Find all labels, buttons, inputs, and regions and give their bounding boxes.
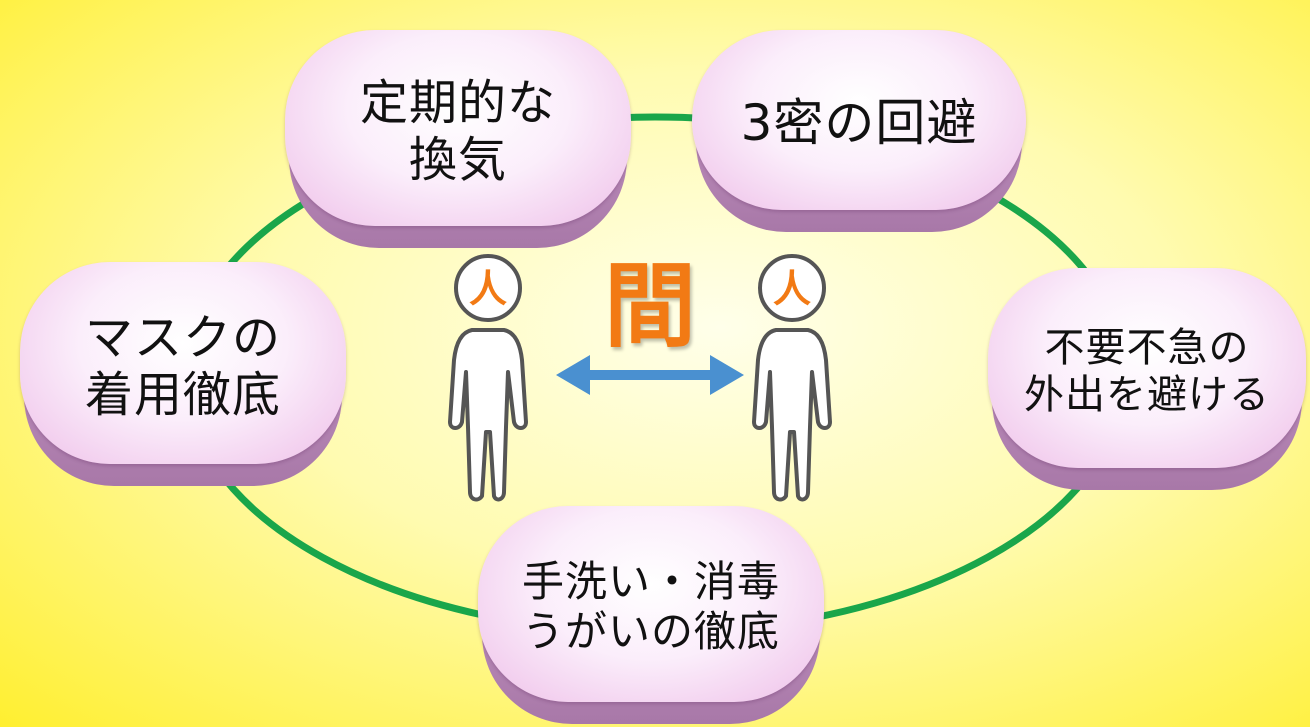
- bubble-label: 手洗い・消毒 うがいの徹底: [521, 557, 780, 656]
- double-headed-arrow-icon: [556, 355, 744, 395]
- center-label: 間: [603, 253, 696, 360]
- bubble-handwash: 手洗い・消毒 うがいの徹底: [478, 506, 824, 724]
- bubble-mask: マスクの 着用徹底: [20, 262, 346, 486]
- bubble-avoid-outings: 不要不急の 外出を避ける: [988, 268, 1306, 490]
- person-label-left: 人: [469, 267, 507, 311]
- bubble-label: 3密の回避: [740, 93, 978, 152]
- bubble-ventilation: 定期的な 換気: [285, 30, 631, 248]
- bubble-label: 定期的な 換気: [359, 75, 556, 188]
- person-icon: [448, 254, 528, 502]
- bubble-label: マスクの 着用徹底: [84, 310, 281, 423]
- person-label-right: 人: [773, 267, 811, 311]
- bubble-avoid-3c: 3密の回避: [692, 30, 1026, 232]
- person-icon: [752, 254, 832, 502]
- bubble-label: 不要不急の 外出を避ける: [1024, 324, 1270, 418]
